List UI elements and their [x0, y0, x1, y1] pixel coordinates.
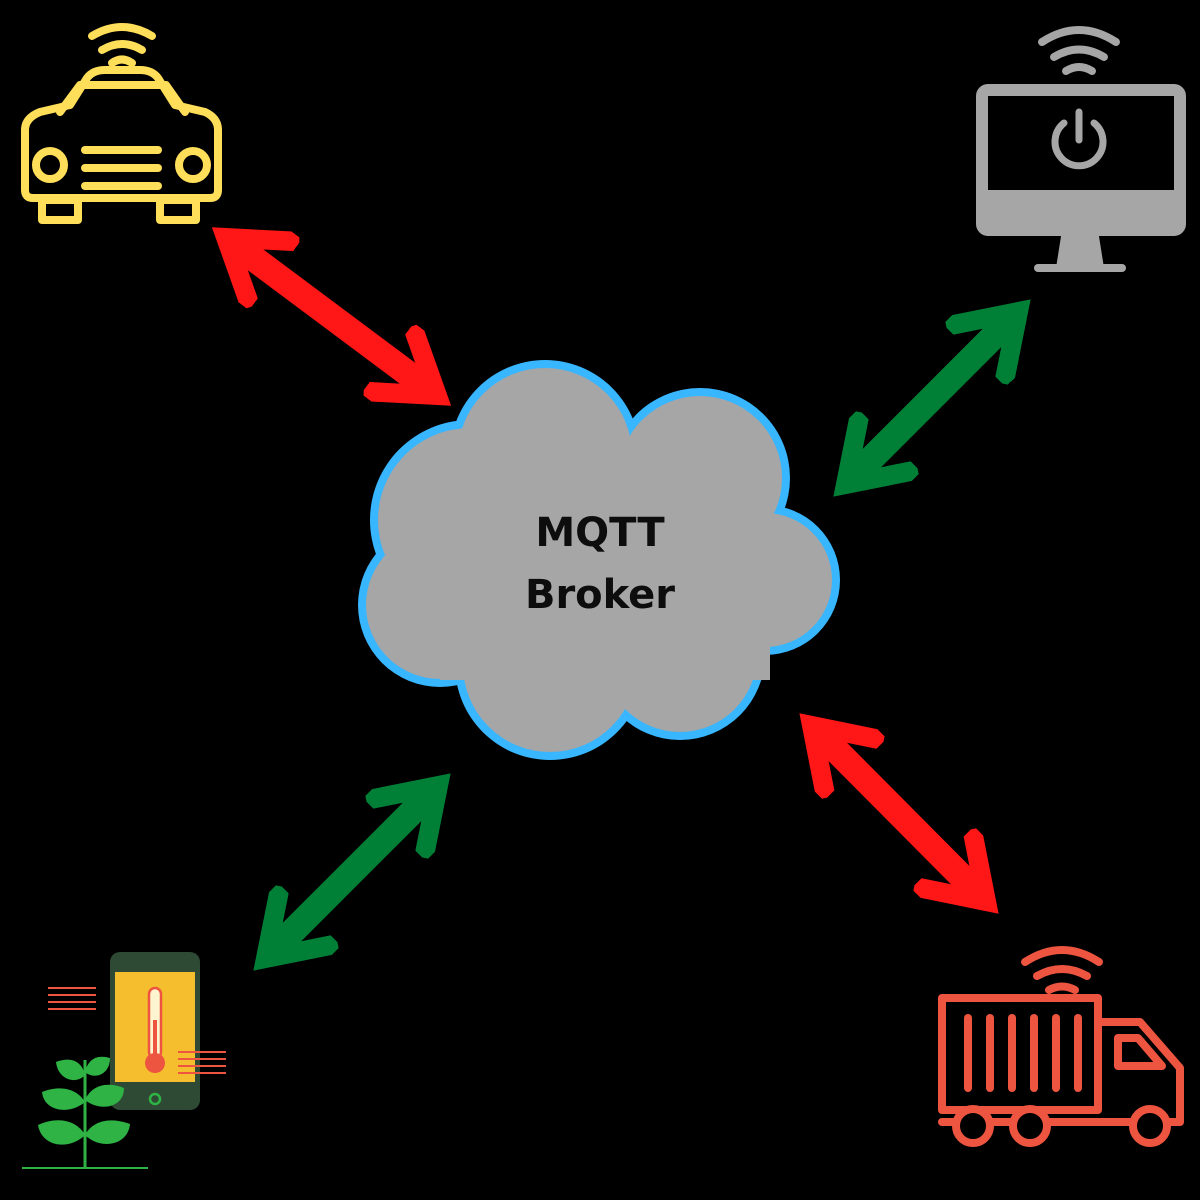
phone-thermometer-plant-icon — [22, 952, 226, 1169]
cloud-icon — [358, 360, 840, 760]
arrow-monitor-broker — [852, 318, 1012, 478]
arrow-truck-broker — [818, 732, 980, 895]
monitor-power-icon — [976, 26, 1186, 272]
arrow-sensor-broker — [272, 792, 432, 952]
wifi-icon — [88, 23, 156, 67]
broker-label: MQTT Broker — [450, 502, 750, 626]
wifi-icon — [1021, 946, 1103, 994]
arrow-car-broker — [233, 243, 430, 390]
broker-label-line2: Broker — [524, 572, 676, 618]
truck-icon — [938, 946, 1184, 1147]
car-icon — [21, 23, 222, 224]
wifi-icon — [1038, 26, 1120, 75]
broker-label-line1: MQTT — [535, 510, 665, 556]
